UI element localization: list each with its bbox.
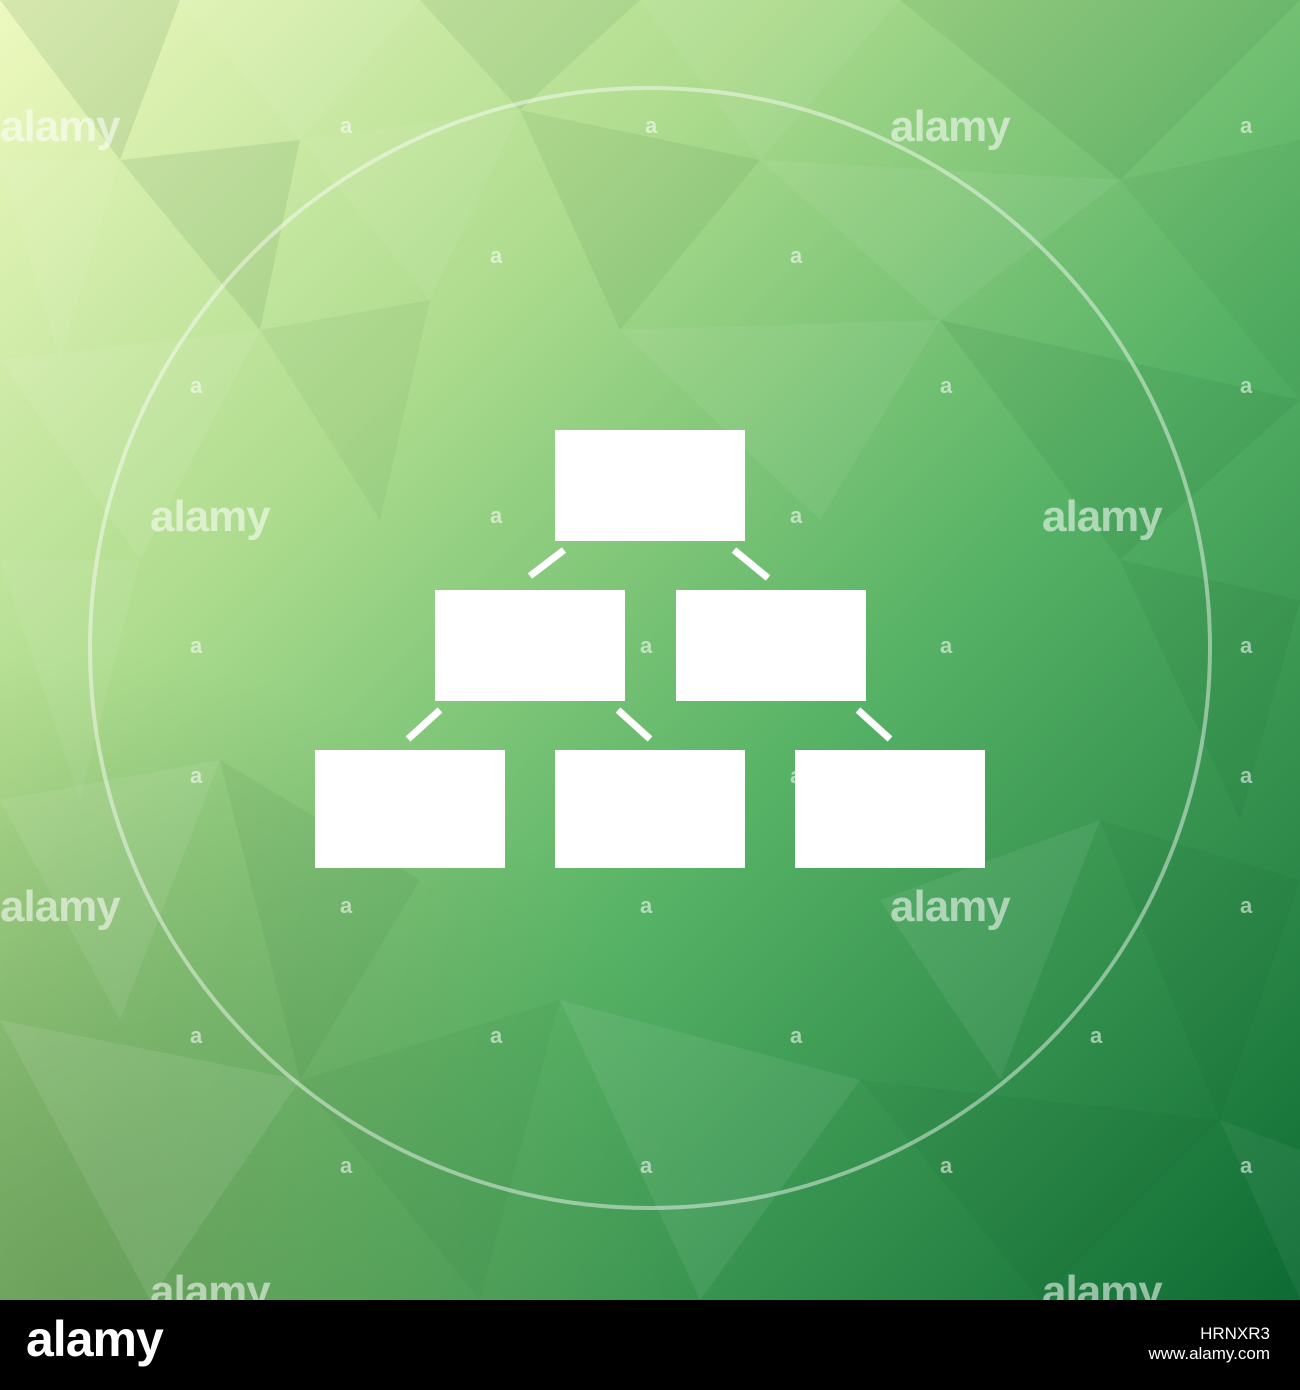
low-poly-facet bbox=[300, 110, 520, 300]
watermark-mark: a bbox=[1240, 633, 1253, 658]
watermark-text: alamy bbox=[0, 882, 121, 931]
watermark-mark: a bbox=[645, 113, 658, 138]
low-poly-facet bbox=[220, 760, 420, 1080]
low-poly-facet bbox=[0, 760, 220, 1020]
low-poly-facet bbox=[120, 140, 300, 330]
watermark-mark: a bbox=[190, 1023, 203, 1048]
hierarchy-box-mid-right bbox=[676, 590, 866, 701]
watermark-mark: a bbox=[940, 373, 953, 398]
watermark-mark: a bbox=[340, 113, 353, 138]
connector-line bbox=[527, 547, 567, 579]
low-poly-facet bbox=[760, 160, 1120, 320]
footer-bar: alamy HRNXR3 www.alamy.com bbox=[0, 1300, 1300, 1390]
watermark-text: alamy bbox=[150, 492, 271, 541]
watermark-mark: a bbox=[790, 503, 803, 528]
watermark-mark: a bbox=[1240, 893, 1253, 918]
watermark-mark: a bbox=[490, 763, 503, 788]
watermark-mark: a bbox=[1240, 763, 1253, 788]
footer-logo: alamy bbox=[26, 1311, 164, 1367]
low-poly-facets bbox=[0, 0, 1300, 1300]
connector-line bbox=[855, 707, 893, 742]
low-poly-facet bbox=[940, 320, 1300, 560]
watermark-mark: a bbox=[490, 1023, 503, 1048]
watermark-mark: a bbox=[190, 633, 203, 658]
watermark-mark: a bbox=[1240, 373, 1253, 398]
hierarchy-box-bottom-center bbox=[555, 750, 745, 868]
hierarchy-box-top bbox=[555, 430, 745, 541]
watermark-mark: a bbox=[640, 1153, 653, 1178]
low-poly-facet bbox=[260, 300, 430, 520]
low-poly-facet bbox=[0, 160, 120, 360]
watermark-mark: a bbox=[790, 243, 803, 268]
low-poly-facet bbox=[860, 1080, 1220, 1300]
watermark-mark: a bbox=[1240, 113, 1253, 138]
connector-line bbox=[405, 707, 443, 742]
watermark-mark: a bbox=[490, 503, 503, 528]
low-poly-background bbox=[0, 0, 1300, 1300]
low-poly-facet bbox=[0, 560, 140, 800]
image-id: HRNXR3 bbox=[1200, 1324, 1270, 1343]
low-poly-facet bbox=[300, 1000, 560, 1300]
hierarchy-box-bottom-left bbox=[315, 750, 505, 868]
watermark-mark: a bbox=[640, 633, 653, 658]
low-poly-facet bbox=[560, 1000, 860, 1300]
low-poly-facet bbox=[0, 1020, 300, 1300]
low-poly-facet bbox=[420, 0, 640, 110]
low-poly-facet bbox=[620, 320, 940, 520]
low-poly-facet bbox=[520, 110, 760, 330]
watermark-text: alamy bbox=[1042, 492, 1163, 541]
hierarchy-box-mid-left bbox=[435, 590, 625, 701]
hierarchy-box-bottom-right bbox=[795, 750, 985, 868]
watermark-mark: a bbox=[1240, 1153, 1253, 1178]
low-poly-facet bbox=[1120, 140, 1300, 400]
watermark-mark: a bbox=[1090, 1023, 1103, 1048]
low-poly-facet bbox=[880, 820, 1100, 1080]
watermark-mark: a bbox=[640, 893, 653, 918]
low-poly-facet bbox=[0, 0, 180, 160]
low-poly-facet bbox=[1120, 560, 1300, 820]
watermark-text: alamy bbox=[890, 882, 1011, 931]
button-ring bbox=[88, 86, 1212, 1210]
watermark-mark: a bbox=[190, 373, 203, 398]
watermark-mark: a bbox=[490, 243, 503, 268]
low-poly-facet bbox=[1100, 820, 1300, 1120]
watermark-mark: a bbox=[340, 893, 353, 918]
footer-info: HRNXR3 www.alamy.com bbox=[1148, 1324, 1270, 1363]
watermark-text: alamy bbox=[890, 102, 1011, 151]
low-poly-facet bbox=[640, 0, 900, 160]
connector-line bbox=[731, 547, 771, 581]
watermark-text: alamy bbox=[1042, 1267, 1163, 1301]
low-poly-facet bbox=[180, 0, 420, 140]
watermark-mark: a bbox=[940, 633, 953, 658]
footer-url: www.alamy.com bbox=[1148, 1343, 1270, 1363]
watermark-mark: a bbox=[940, 1153, 953, 1178]
watermark-mark: a bbox=[790, 763, 803, 788]
connector-line bbox=[615, 707, 653, 742]
watermark-mark: a bbox=[190, 763, 203, 788]
low-poly-facet bbox=[900, 0, 1300, 180]
watermark-mark: a bbox=[790, 1023, 803, 1048]
low-poly-facet bbox=[1220, 1120, 1300, 1300]
watermark-mark: a bbox=[340, 1153, 353, 1178]
hierarchy-pyramid-icon bbox=[315, 430, 985, 868]
watermark-text: alamy bbox=[150, 1267, 271, 1301]
stock-image: alamy alamy alamy alamy alamy alamy alamy alamy… bbox=[0, 0, 1300, 1300]
low-poly-facet bbox=[0, 330, 260, 560]
watermark-text: alamy bbox=[0, 102, 121, 151]
